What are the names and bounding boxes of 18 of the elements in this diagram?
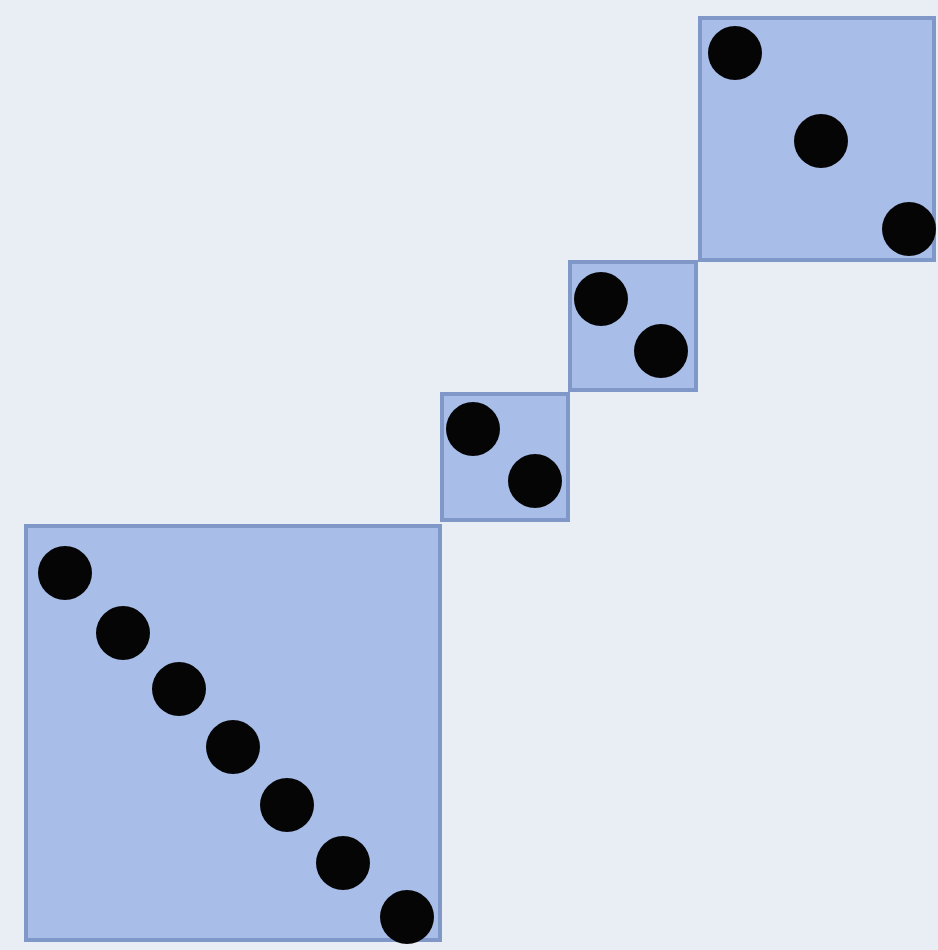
- dot: [316, 836, 370, 890]
- dot: [206, 720, 260, 774]
- dot: [574, 272, 628, 326]
- block-square: [568, 260, 698, 392]
- dot: [634, 324, 688, 378]
- dot: [508, 454, 562, 508]
- dot: [152, 662, 206, 716]
- dot: [708, 26, 762, 80]
- dot: [260, 778, 314, 832]
- dot: [96, 606, 150, 660]
- dot: [882, 202, 936, 256]
- dot: [38, 546, 92, 600]
- dot: [446, 402, 500, 456]
- dot: [794, 114, 848, 168]
- block-square: [698, 16, 936, 262]
- block-square: [24, 524, 442, 942]
- block-square: [440, 392, 570, 522]
- dot: [380, 890, 434, 944]
